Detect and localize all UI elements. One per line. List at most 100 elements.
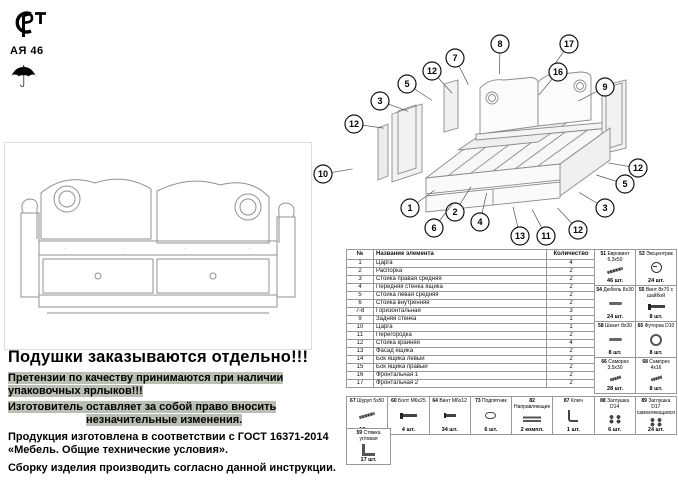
callout-10: 10	[313, 164, 333, 184]
col-quantity: Количество	[546, 249, 596, 260]
callout-16: 16	[548, 62, 568, 82]
svg-text:9: 9	[602, 82, 607, 92]
note-manufacturer-line2: незначительные изменения.	[86, 413, 243, 426]
callout-2: 2	[445, 202, 465, 222]
screw-icon	[606, 266, 624, 275]
certification-block: АЯ 46 ☂	[10, 8, 86, 93]
callout-3: 3	[595, 198, 615, 218]
svg-text:17: 17	[564, 39, 574, 49]
note-gost-line1: Продукция изготовлена в соответствии с Г…	[8, 431, 329, 443]
note-gost-line2: «Мебель. Общие технические условия».	[8, 443, 229, 456]
col-element-name: Название элемента	[373, 249, 547, 260]
svg-text:16: 16	[553, 67, 563, 77]
callout-5: 5	[615, 174, 635, 194]
callout-12: 12	[568, 220, 588, 240]
col-number: №	[346, 249, 374, 260]
svg-text:10: 10	[318, 169, 328, 179]
svg-text:3: 3	[377, 96, 382, 106]
svg-text:5: 5	[404, 79, 409, 89]
svg-text:8: 8	[497, 39, 502, 49]
note-gost: Продукция изготовлена в соответствии с Г…	[8, 431, 342, 456]
svg-text:12: 12	[427, 66, 437, 76]
callout-12: 12	[344, 114, 364, 134]
callout-12: 12	[628, 158, 648, 178]
sofa-front-view-figure	[4, 142, 312, 350]
note-manufacturer-line1: Изготовитель оставляет за собой право вн…	[8, 401, 277, 413]
note-claims-line1: Претензии по качеству принимаются при на…	[8, 372, 284, 384]
caps-icon	[607, 413, 622, 424]
svg-text:11: 11	[541, 231, 551, 241]
note-claims-line2: упаковочных ярлыков!!!	[8, 384, 143, 397]
callout-3: 3	[370, 91, 390, 111]
callout-5: 5	[397, 74, 417, 94]
screw-small-icon	[609, 375, 621, 382]
parts-table-header-row: № Название элемента Количество	[346, 249, 596, 260]
futorka-icon	[650, 333, 662, 346]
keep-dry-umbrella-icon: ☂	[10, 61, 37, 94]
sofa-frame-wireframe	[377, 71, 627, 213]
callout-1: 1	[400, 198, 420, 218]
dowel-icon	[608, 301, 622, 306]
svg-text:4: 4	[477, 217, 482, 227]
svg-text:5: 5	[622, 179, 627, 189]
callout-7: 7	[445, 48, 465, 68]
callout-6: 6	[424, 218, 444, 238]
svg-text:7: 7	[452, 53, 457, 63]
callout-9: 9	[595, 77, 615, 97]
svg-text:6: 6	[431, 223, 436, 233]
svg-text:13: 13	[515, 231, 525, 241]
note-pillows: Подушки заказываются отдельно!!!	[8, 348, 309, 366]
callout-8: 8	[490, 34, 510, 54]
svg-text:2: 2	[452, 207, 457, 217]
rail-icon	[523, 415, 542, 422]
note-manufacturer: Изготовитель оставляет за собой право вн…	[8, 401, 342, 426]
caps-icon	[648, 416, 663, 427]
dowel-icon	[608, 337, 622, 342]
svg-text:12: 12	[633, 163, 643, 173]
bolt-icon	[647, 303, 665, 310]
screw-icon	[359, 411, 376, 420]
screw-small-icon	[650, 375, 662, 382]
cam-icon	[650, 262, 662, 273]
key-icon	[568, 409, 579, 422]
bolt-small-icon	[443, 413, 457, 418]
bolt-icon	[399, 412, 417, 419]
rostest-mark-icon	[15, 11, 46, 37]
note-assembly: Сборку изделия производить согласно данн…	[8, 462, 336, 474]
callout-13: 13	[510, 226, 530, 246]
corner-icon	[362, 443, 375, 456]
